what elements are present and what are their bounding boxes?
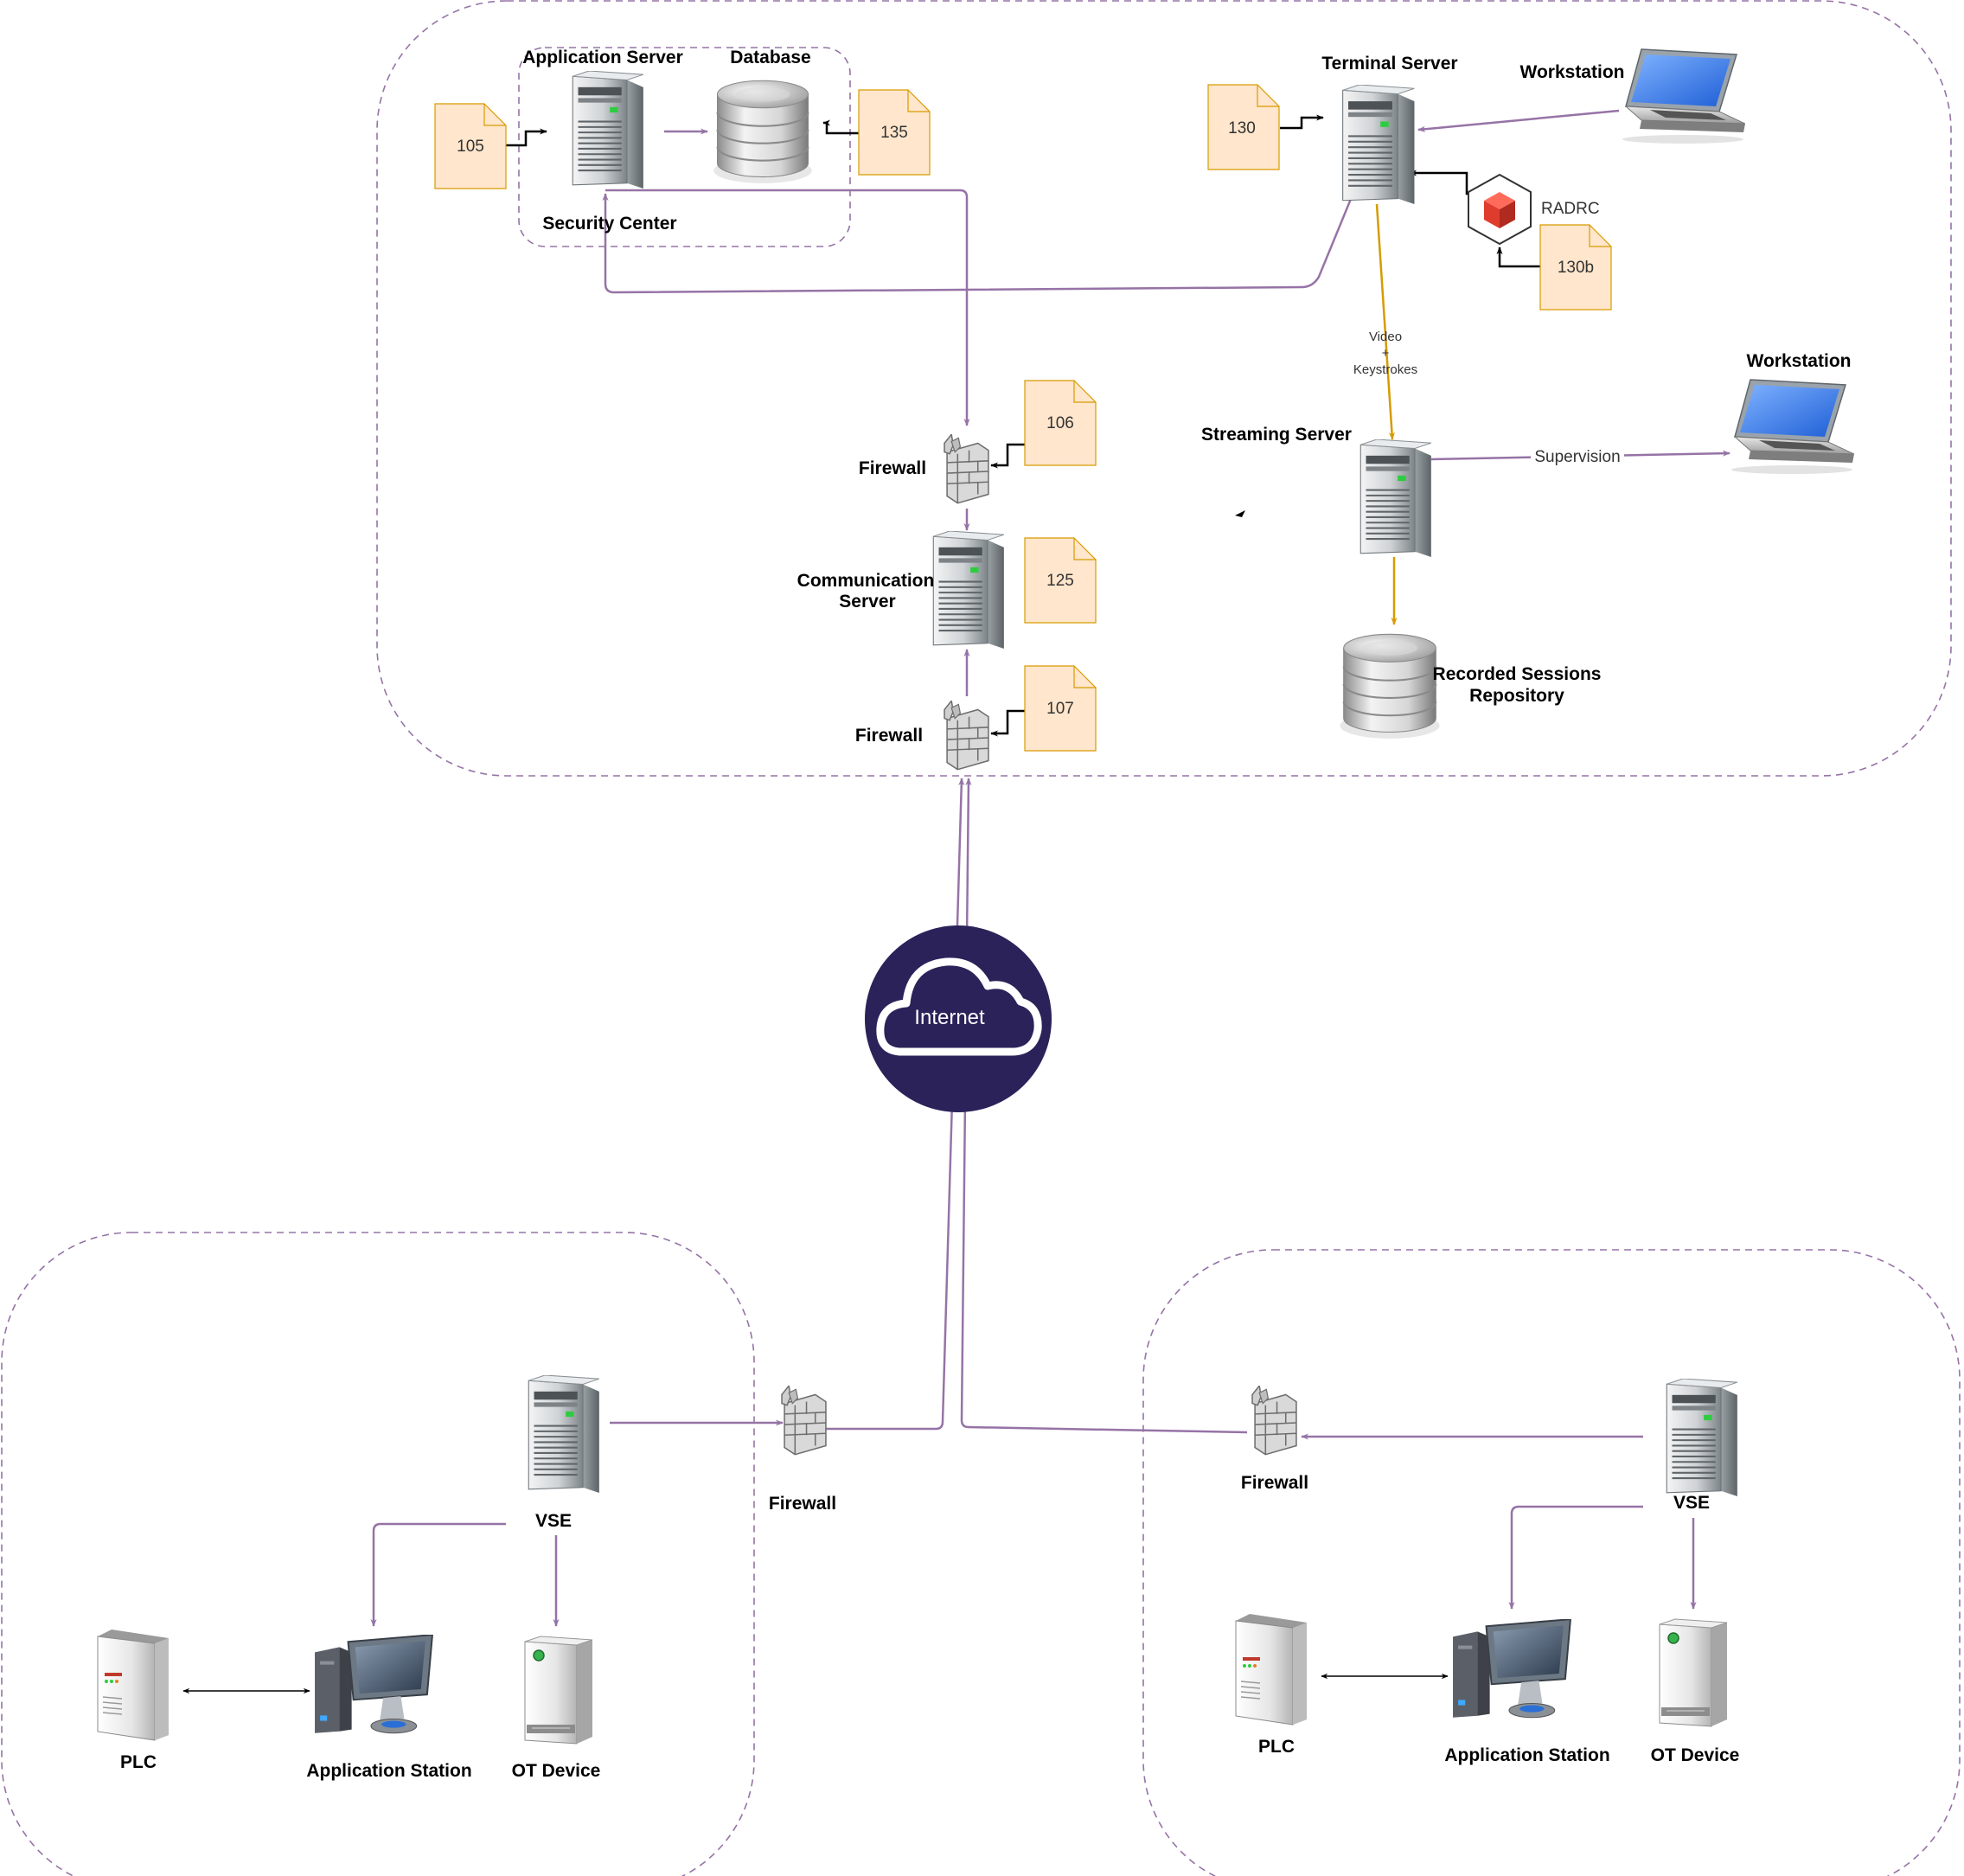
edge-terminal-securitycenter [602,193,1353,294]
app-station-left[interactable] [314,1635,433,1734]
site-right-zone [1142,1249,1961,1876]
ot-device-left-label: OT Device [512,1761,601,1781]
note-125: 125 [1024,537,1097,624]
svg-text:106: 106 [1046,414,1074,432]
supervision-label: Supervision [1534,448,1620,466]
ref-135 [822,119,859,135]
site-left-zone [1,1232,755,1876]
ref-107 [990,709,1025,737]
ref-106 [990,443,1025,469]
communication-server[interactable] [932,531,1005,649]
ref-radrc [1409,170,1470,195]
app-station-right-label: Application Station [1444,1745,1609,1765]
firewall-left-label: Firewall [769,1494,836,1514]
ref-105 [505,128,547,147]
ot-device-right[interactable] [1659,1618,1728,1727]
note-106: 106 [1024,380,1097,466]
note-130b: 130b [1539,224,1612,311]
internet-cloud[interactable]: Internet [865,925,1052,1112]
edge-workstation-terminal [1417,109,1620,132]
note-105: 105 [434,103,507,189]
plc-left[interactable] [97,1629,170,1741]
recorded-sessions-label: Recorded Sessions [1433,664,1602,684]
note-135: 135 [858,89,931,176]
edge-vse-right-appstation [1508,1505,1643,1610]
application-server-label: Application Server [522,48,683,67]
terminal-server-label: Terminal Server [1321,54,1457,74]
radrc-label: RADRC [1541,200,1600,218]
firewall-right[interactable] [1251,1386,1297,1456]
terminal-server[interactable] [1341,85,1415,204]
note-107: 107 [1024,665,1097,752]
video-label: Video [1369,330,1402,344]
vse-right-label: VSE [1673,1493,1710,1513]
stray-arrowhead [1235,510,1245,517]
repository-label: Repository [1469,686,1564,706]
application-server[interactable] [572,71,643,189]
streaming-server-label: Streaming Server [1201,425,1352,445]
edge-leftfw-internet [826,778,965,1431]
server-label: Server [839,592,895,611]
note-130: 130 [1207,84,1280,170]
edge-terminal-streaming [1375,203,1396,440]
firewall-right-label: Firewall [1241,1473,1308,1493]
security-center-group [518,47,851,247]
vse-right[interactable] [1666,1379,1738,1496]
plc-left-label: PLC [120,1752,157,1772]
security-center-label: Security Center [542,214,676,234]
edge-vse-left-appstation [370,1522,506,1627]
video-connectors [1375,203,1398,625]
vse-left[interactable] [528,1375,600,1493]
workstation-top-label: Workstation [1520,62,1625,82]
workstation-top[interactable] [1622,48,1745,144]
ref-130b [1496,247,1541,268]
plc-right-label: PLC [1258,1737,1295,1757]
edge-rightfw-internet [960,778,1248,1434]
plus-label: + [1382,346,1390,361]
radrc-icon[interactable] [1468,173,1532,246]
communication-label: Communication [797,571,935,591]
svg-text:125: 125 [1046,572,1074,590]
edge-appserver-firewall [605,189,970,426]
ot-device-left[interactable] [524,1636,593,1745]
firewall-mid[interactable] [944,701,989,771]
database-label: Database [730,48,810,67]
flow-connectors [370,109,1730,1627]
plc-right[interactable] [1235,1614,1308,1726]
ref-130 [1280,114,1324,130]
workstation-right-label: Workstation [1747,351,1852,371]
hq-zone [376,0,1952,777]
app-station-right[interactable] [1452,1619,1571,1719]
supervision-label-bg [1531,445,1624,467]
firewall-top-label: Firewall [859,458,926,478]
keystrokes-label: Keystrokes [1353,362,1417,377]
recorded-sessions-repository[interactable] [1339,633,1441,740]
firewall-mid-label: Firewall [855,726,923,746]
local-links [182,1673,1449,1694]
svg-text:107: 107 [1046,700,1074,718]
internet-label: Internet [914,1006,985,1029]
svg-text:130b: 130b [1558,259,1594,277]
svg-text:135: 135 [880,124,908,142]
firewall-top[interactable] [944,434,989,504]
streaming-server[interactable] [1359,439,1432,557]
svg-text:105: 105 [457,138,484,156]
svg-text:130: 130 [1228,119,1256,138]
app-station-left-label: Application Station [306,1761,471,1781]
vse-left-label: VSE [535,1511,572,1531]
workstation-right[interactable] [1730,379,1854,475]
firewall-left[interactable] [781,1386,827,1456]
database[interactable] [713,80,813,184]
ot-device-right-label: OT Device [1651,1745,1740,1765]
